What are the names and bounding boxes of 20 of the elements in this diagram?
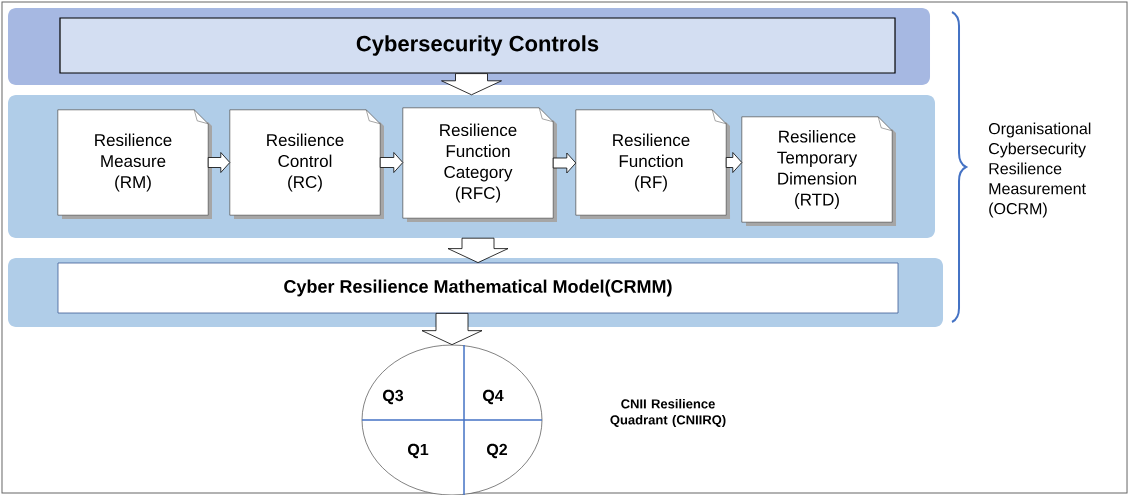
document-box: Resilience Function (RF) [575,109,730,219]
title-box: Cybersecurity Controls [59,17,896,74]
document-box: Resilience Function Category (RFC) [402,107,557,222]
block-arrow [421,313,483,346]
block-arrow [552,152,577,174]
quadrant-label: Q4 [483,389,504,405]
block-arrow [379,152,404,173]
model-box: Cyber Resilience Mathematical Model(CRMM) [57,262,899,314]
document-box: Resilience Measure (RM) [57,109,212,219]
quadrant-label: Q1 [408,443,429,459]
document-box: Resilience Control (RC) [229,109,384,219]
block-arrow [725,152,743,173]
quadrant-caption: CNII Resilience Quadrant (CNIIRQ) [610,398,726,428]
group-label: Organisational Cybersecurity Resilience Measurement (OCRM) [988,122,1091,218]
document-box: Resilience Temporary Dimension (RTD) [741,116,896,226]
quadrant-label: Q3 [383,389,404,405]
block-arrow [207,152,231,173]
block-arrow [447,237,509,263]
block-arrow [441,73,502,96]
quadrant-label: Q2 [487,443,508,459]
